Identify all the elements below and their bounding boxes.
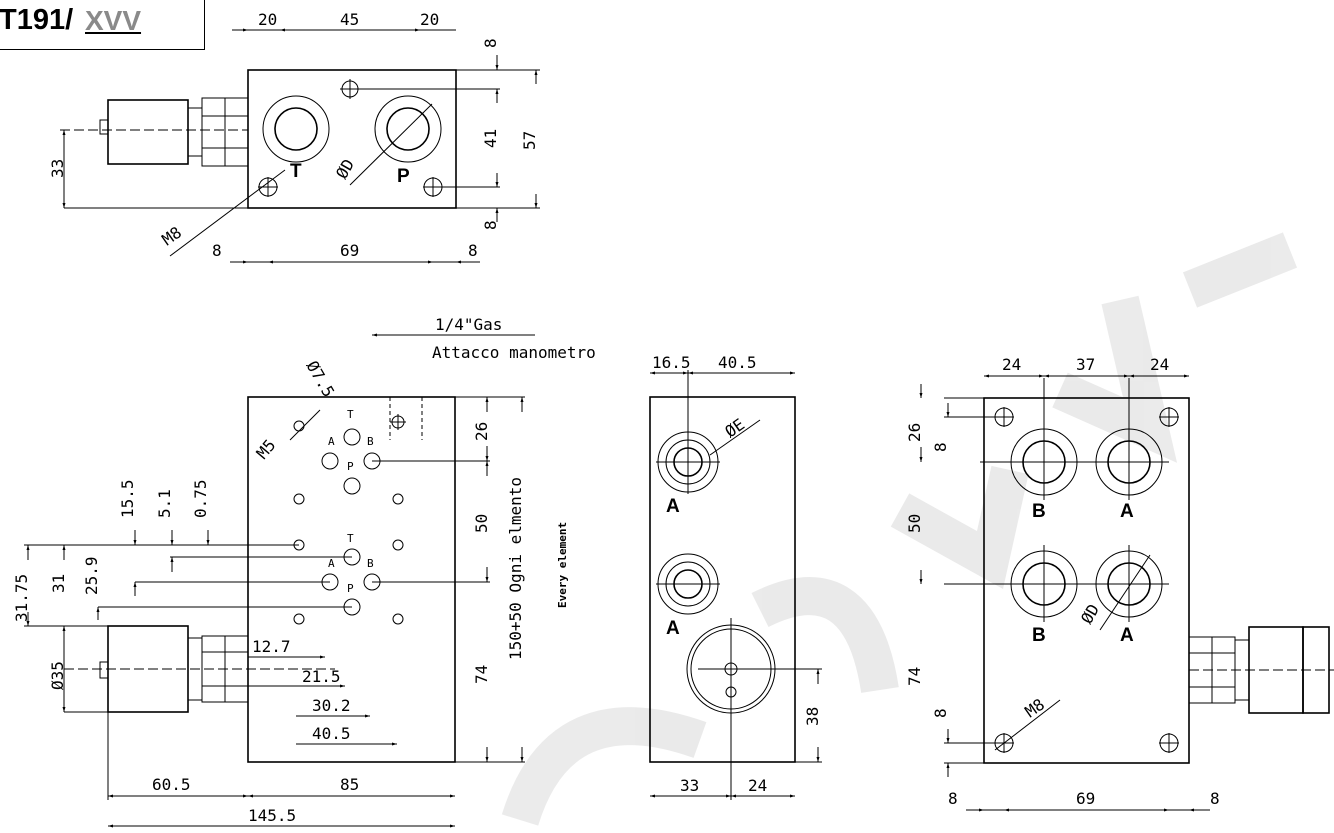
front-label-P1: P [347,460,354,473]
port-T-outer [262,95,330,163]
rear-port-B1: B [1032,501,1046,522]
side-port-A1: A [666,496,680,517]
front-dim-phi75: Ø7.5 [303,358,339,401]
side-dim-24: 24 [748,776,767,795]
rear-view: B A B A ØD M8 24 37 24 2 [905,355,1334,812]
rear-port-B2: B [1032,625,1046,646]
port-P-inner [386,107,430,151]
top-handwheel [107,99,189,165]
front-dim-5-1: 5.1 [155,489,174,518]
front-label-T2: T [347,532,354,545]
rear-port-A2: A [1120,625,1134,646]
front-dim-30-2: 30.2 [312,696,351,715]
gauge-size: 1/4"Gas [435,315,502,334]
port-P-outer [374,95,442,163]
front-dim-21-5: 21.5 [302,667,341,686]
top-dim-8d: 8 [468,241,478,260]
front-dim-31-75: 31.75 [12,574,31,622]
rear-port-A1: A [1120,501,1134,522]
side-dim-33: 33 [680,776,699,795]
front-dim-50: 50 [472,514,491,533]
rear-dim-69: 69 [1076,789,1095,808]
rear-dim-24b: 24 [1150,355,1169,374]
top-dim-57: 57 [520,131,539,150]
front-label-B2: B [367,557,374,570]
top-port-T: T [290,161,302,182]
front-dim-phi35: Ø35 [48,661,67,690]
side-dim-38: 38 [803,707,822,726]
front-label-P2: P [347,582,354,595]
front-dim-25-9: 25.9 [82,556,101,595]
top-dim-41: 41 [481,129,500,148]
front-dim-0-75: 0.75 [191,479,210,518]
front-dim-31: 31 [49,574,68,593]
front-dim-74: 74 [472,665,491,684]
front-label-A2: A [328,557,335,570]
rear-body [983,397,1190,764]
gauge-name: Attacco manometro [432,343,596,362]
side-dim-16-5: 16.5 [652,353,691,372]
top-thread-label: M8 [158,223,185,250]
front-dim-60-5: 60.5 [152,775,191,794]
front-label-B1: B [367,435,374,448]
front-label-A1: A [328,435,335,448]
top-dim-20a: 20 [258,10,277,29]
rear-dim-8d: 8 [1210,789,1220,808]
rear-diameter-label: ØD [1077,601,1103,627]
front-dim-M5: M5 [253,436,280,463]
top-dim-8c: 8 [212,241,222,260]
side-dim-40-5: 40.5 [718,353,757,372]
side-port-A2: A [666,618,680,639]
top-dim-33: 33 [48,159,67,178]
rear-dim-8c: 8 [948,789,958,808]
rear-dim-37: 37 [1076,355,1095,374]
title-code: T191/ [0,4,74,36]
rear-dim-8a: 8 [931,442,950,452]
front-every-element: Every element [556,522,569,608]
side-diameter-label: ØE [721,415,748,442]
front-dim-12-7: 12.7 [252,637,291,656]
title-block: T191/ XVV [0,0,205,50]
front-dim-145-5: 145.5 [248,806,296,825]
front-dim-26: 26 [472,422,491,441]
top-dim-8a: 8 [481,38,500,48]
top-diameter-label: ØD [332,156,358,182]
port-T-inner [274,107,318,151]
side-body [649,396,796,763]
rear-dim-8b: 8 [931,708,950,718]
front-dim-40-5: 40.5 [312,724,351,743]
front-body [247,396,456,763]
front-dim-15-5: 15.5 [118,479,137,518]
top-dim-45: 45 [340,10,359,29]
side-view: ØE A A 16.5 40.5 38 33 24 [649,353,822,800]
title-suffix: XVV [85,5,142,36]
top-dim-8b: 8 [481,220,500,230]
front-label-T1: T [347,408,354,421]
rear-dim-74: 74 [905,667,924,686]
top-port-P: P [397,166,410,187]
rear-thread-label: M8 [1021,695,1048,722]
watermark [501,232,1298,826]
top-dim-20b: 20 [420,10,439,29]
top-dim-69: 69 [340,241,359,260]
rear-dim-24a: 24 [1002,355,1021,374]
rear-dim-50: 50 [905,514,924,533]
front-view: 1/4"Gas Attacco manometro Ø7.5 M5 T A B … [12,315,596,828]
front-dim-85: 85 [340,775,359,794]
top-view: T P ØD M8 20 45 20 8 41 57 8 33 [48,10,540,264]
front-dim-150-50: 150+50 Ogni elmento [506,477,525,660]
rear-dim-26: 26 [905,423,924,442]
